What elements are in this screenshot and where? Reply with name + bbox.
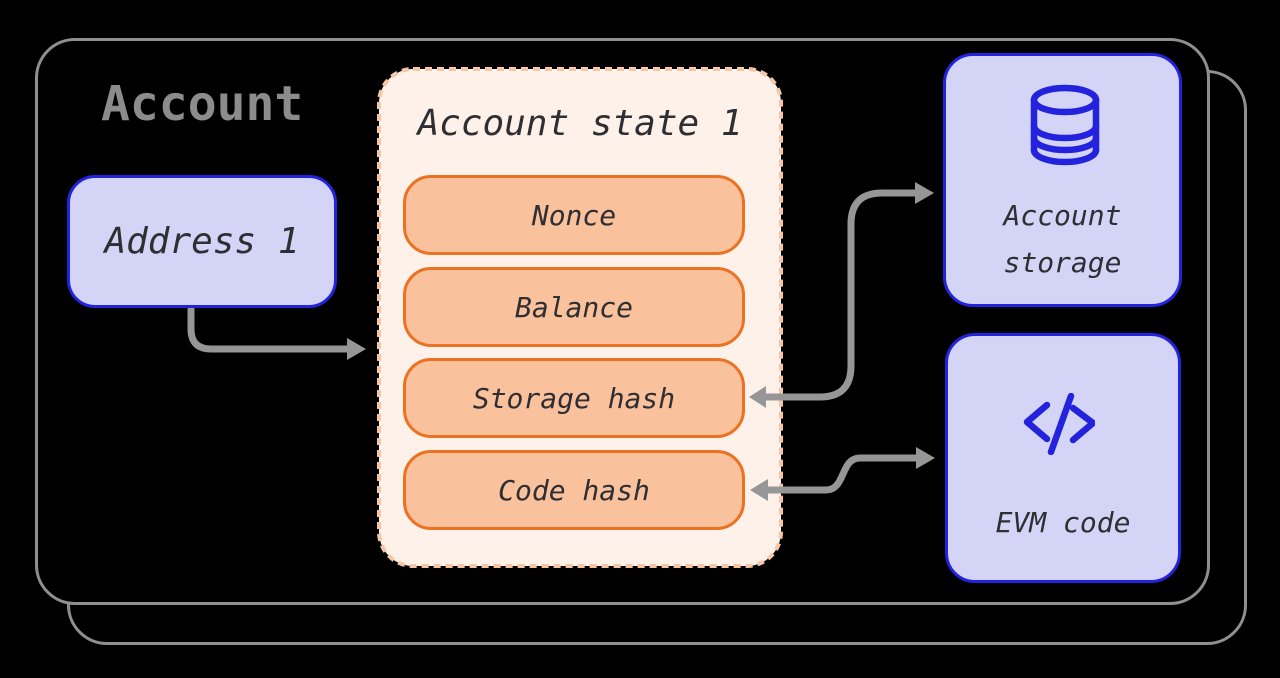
evm-code-box: EVM code	[945, 333, 1181, 583]
balance-label: Balance	[514, 290, 633, 324]
arrow-storage-hash-to-account-storage	[749, 182, 934, 408]
account-state-title: Account state 1	[417, 103, 743, 144]
arrow-code-hash-to-evm-code	[750, 447, 935, 501]
storage-hash-label: Storage hash	[472, 381, 676, 415]
database-icon	[1030, 84, 1100, 166]
storage-hash-field: Storage hash	[403, 358, 745, 438]
arrow-address-to-state	[187, 305, 366, 360]
evm-code-label: EVM code	[995, 506, 1131, 539]
account-storage-label: Account storage	[1003, 199, 1122, 279]
diagram-title: Account	[101, 76, 304, 132]
address-label: Address 1	[104, 221, 300, 262]
code-hash-label: Code hash	[498, 473, 650, 507]
account-storage-box: Account storage	[943, 53, 1182, 307]
nonce-field: Nonce	[403, 175, 745, 255]
code-hash-field: Code hash	[403, 450, 745, 530]
address-box: Address 1	[67, 175, 337, 308]
balance-field: Balance	[403, 267, 745, 347]
nonce-label: Nonce	[531, 198, 617, 232]
code-icon	[1023, 393, 1095, 455]
